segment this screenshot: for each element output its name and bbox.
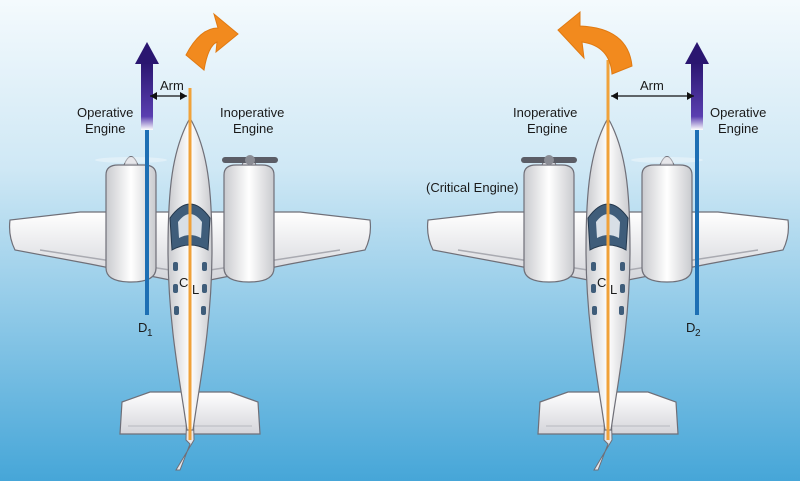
right-thrust-arrow-shaft xyxy=(691,62,703,130)
left-operative-label-line2: Engine xyxy=(85,121,125,136)
right-inoperative-label-line2: Engine xyxy=(527,121,567,136)
left-centerline-c: C xyxy=(179,275,188,290)
left-thrust-arrow-head xyxy=(135,42,159,64)
left-panel: Arm Operative Engine Inoperative Engine … xyxy=(8,12,372,471)
left-distance-subscript: 1 xyxy=(147,328,153,339)
right-inoperative-propeller xyxy=(521,155,577,165)
right-centerline-l: L xyxy=(610,282,617,297)
right-inoperative-label-line1: Inoperative xyxy=(513,105,577,120)
left-operative-propeller xyxy=(95,157,167,163)
right-thrust-arrow-head xyxy=(685,42,709,64)
left-thrust-arrow-shaft xyxy=(141,62,153,130)
right-arm-label: Arm xyxy=(640,78,664,93)
left-distance-label: D xyxy=(138,320,147,335)
left-arm-label: Arm xyxy=(160,78,184,93)
right-operative-propeller xyxy=(631,157,703,163)
right-operative-label-line2: Engine xyxy=(718,121,758,136)
right-distance-subscript: 2 xyxy=(695,328,701,339)
right-yaw-arrow xyxy=(557,10,633,75)
right-operative-label-line1: Operative xyxy=(710,105,766,120)
right-distance-label: D xyxy=(686,320,695,335)
left-inoperative-label-line2: Engine xyxy=(233,121,273,136)
right-panel: Arm Inoperative Engine (Critical Engine)… xyxy=(426,10,790,471)
left-inoperative-label-line1: Inoperative xyxy=(220,105,284,120)
left-yaw-arrow xyxy=(185,12,239,71)
right-critical-engine-label: (Critical Engine) xyxy=(426,180,518,195)
left-centerline-l: L xyxy=(192,282,199,297)
right-centerline-c: C xyxy=(597,275,606,290)
left-inoperative-propeller xyxy=(222,155,278,165)
left-operative-label-line1: Operative xyxy=(77,105,133,120)
